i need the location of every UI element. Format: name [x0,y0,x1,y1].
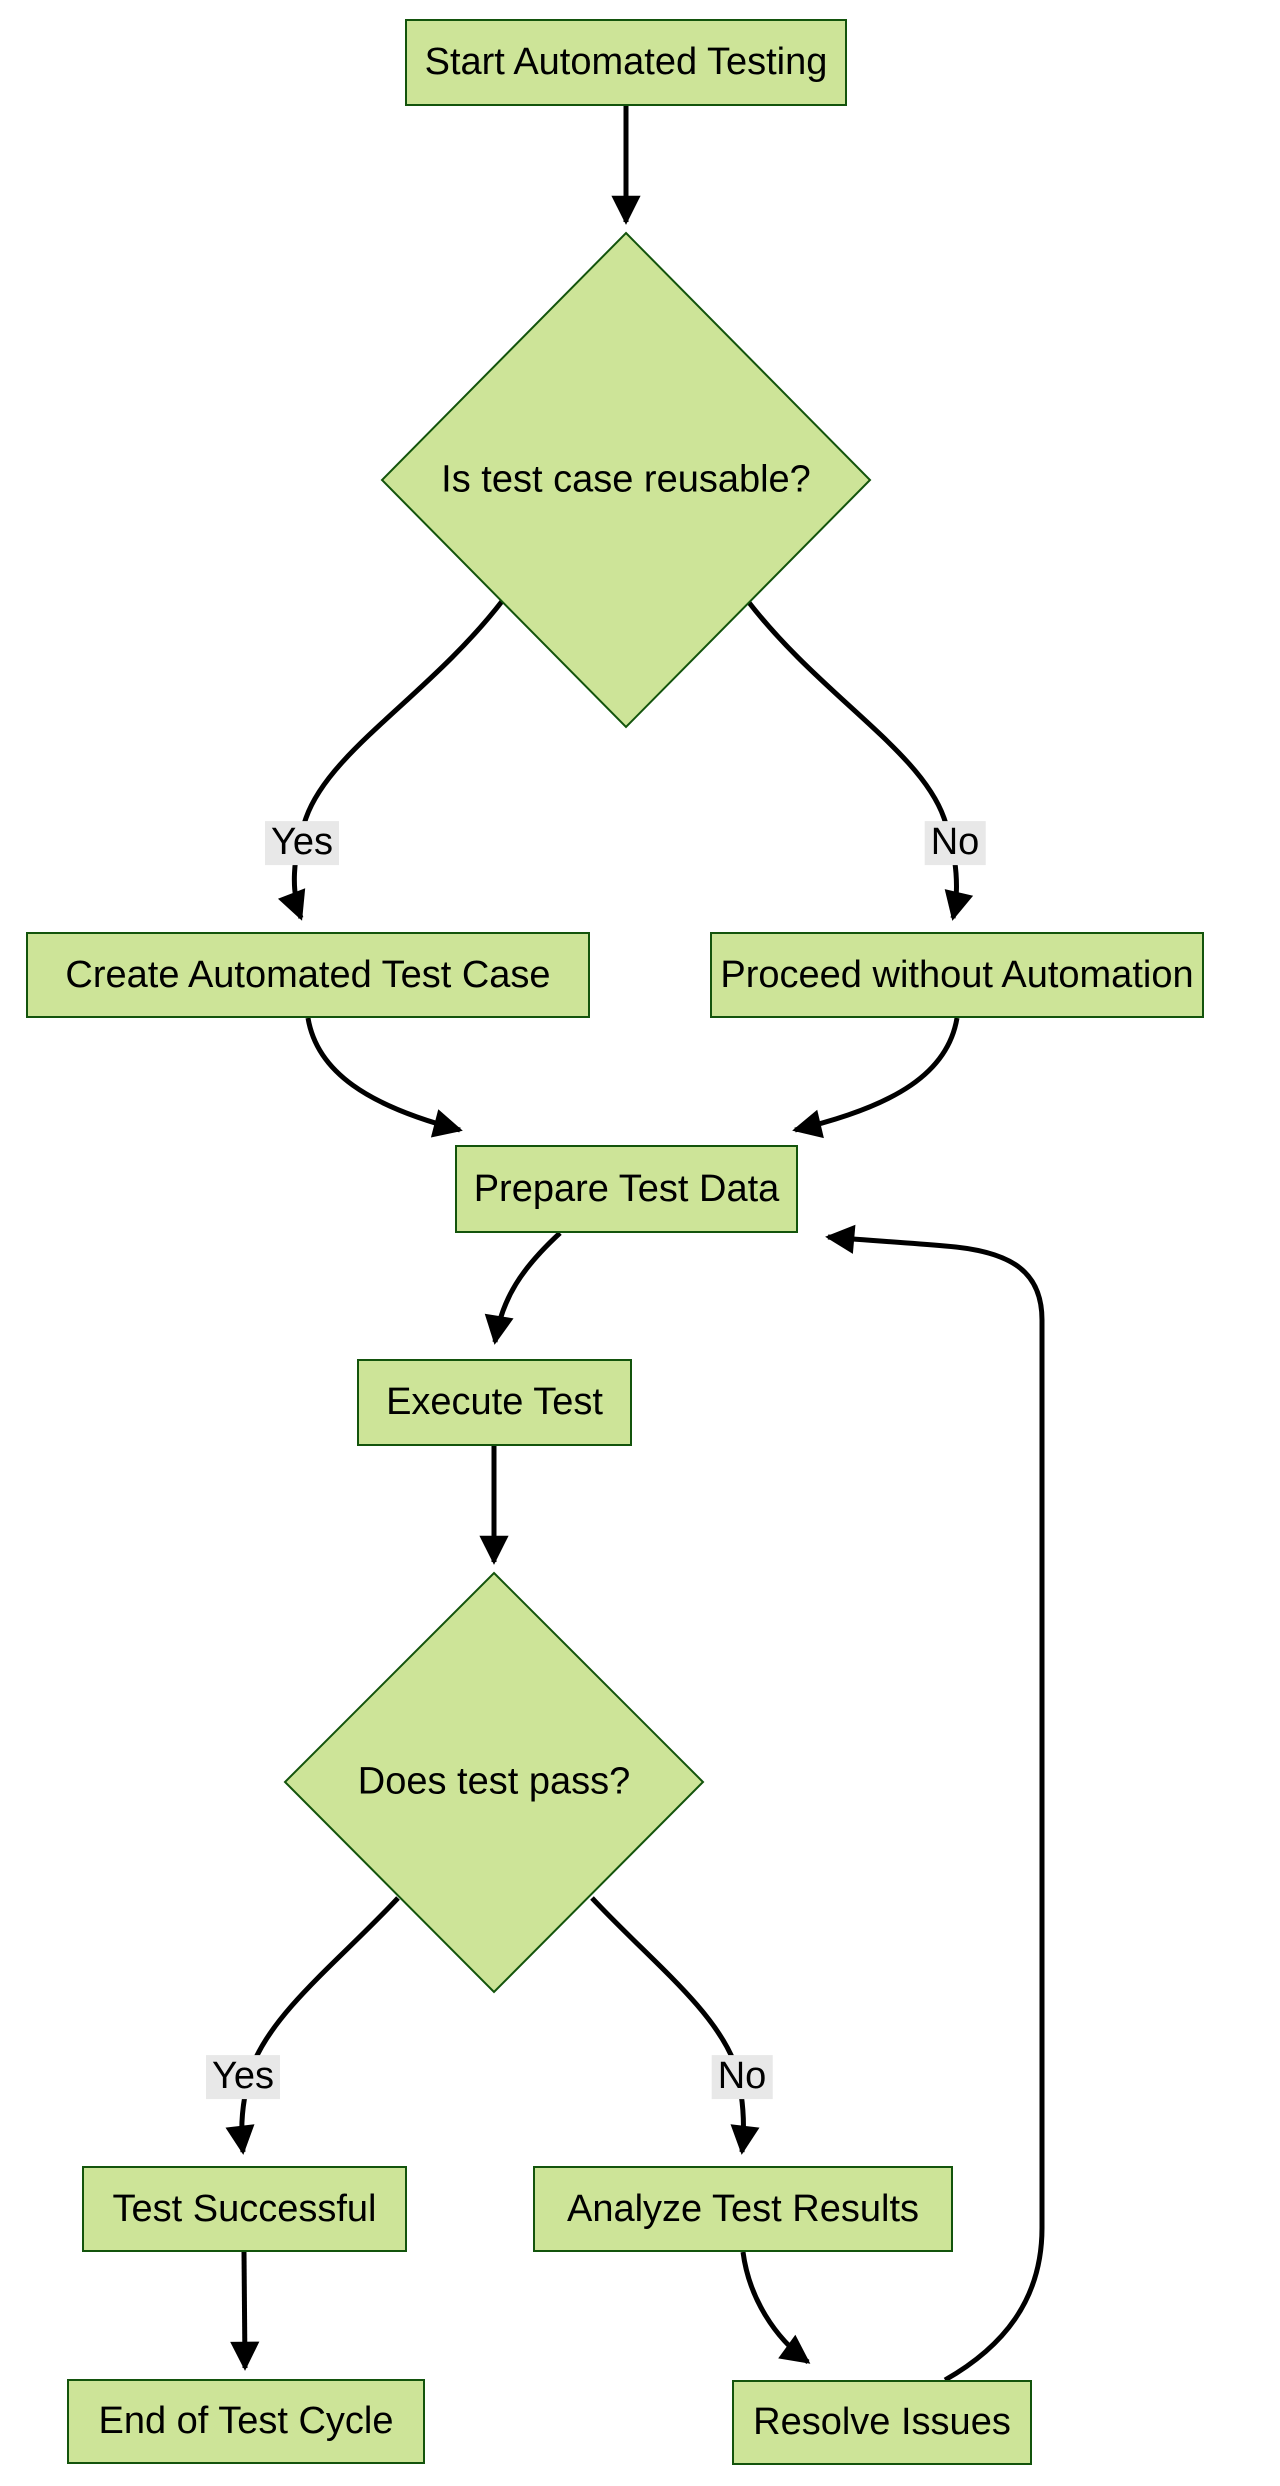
node-prepare-label: Prepare Test Data [473,1167,780,1210]
edge-prepare-to-execute [484,1231,562,1345]
node-analyze: Analyze Test Results [533,2166,953,2252]
node-execute-label: Execute Test [386,1381,603,1423]
edge-label-reusable-no: No [924,821,986,865]
node-start-label: Start Automated Testing [424,41,828,83]
edge-label-pass-no: No [711,2055,773,2099]
node-reusable-shape [380,231,872,729]
node-create-label: Create Automated Test Case [65,953,551,996]
edge-create-to-prepare [305,1017,463,1138]
edge-pass-to-success [225,1896,400,2155]
edge-reusable-to-create [277,598,505,921]
edge-analyze-to-resolve [740,2251,811,2365]
node-reusable-label: Is test case reusable? [441,458,811,501]
node-pass-shape [283,1571,705,1994]
node-create: Create Automated Test Case [26,932,590,1018]
node-start: Start Automated Testing [405,19,847,106]
edge-resolve-to-prepare [825,1224,1045,2383]
edge-proceed-to-prepare [792,1017,960,1139]
node-end: End of Test Cycle [67,2379,425,2464]
node-resolve: Resolve Issues [732,2380,1032,2465]
edge-success-to-end [230,2251,260,2371]
edge-label-pass-yes: Yes [206,2055,280,2099]
edge-pass-to-analyze [590,1896,760,2155]
node-resolve-label: Resolve Issues [753,2401,1011,2443]
node-success-label: Test Successful [112,2187,377,2230]
edge-label-reusable-yes: Yes [265,821,339,865]
node-proceed: Proceed without Automation [710,932,1204,1018]
node-prepare: Prepare Test Data [455,1145,798,1233]
node-success: Test Successful [82,2166,407,2252]
node-execute: Execute Test [357,1359,632,1446]
edge-reusable-to-proceed [745,598,974,921]
node-proceed-label: Proceed without Automation [720,953,1194,996]
node-pass-label: Does test pass? [357,1760,631,1803]
node-analyze-label: Analyze Test Results [566,2187,920,2230]
node-end-label: End of Test Cycle [98,2400,394,2442]
